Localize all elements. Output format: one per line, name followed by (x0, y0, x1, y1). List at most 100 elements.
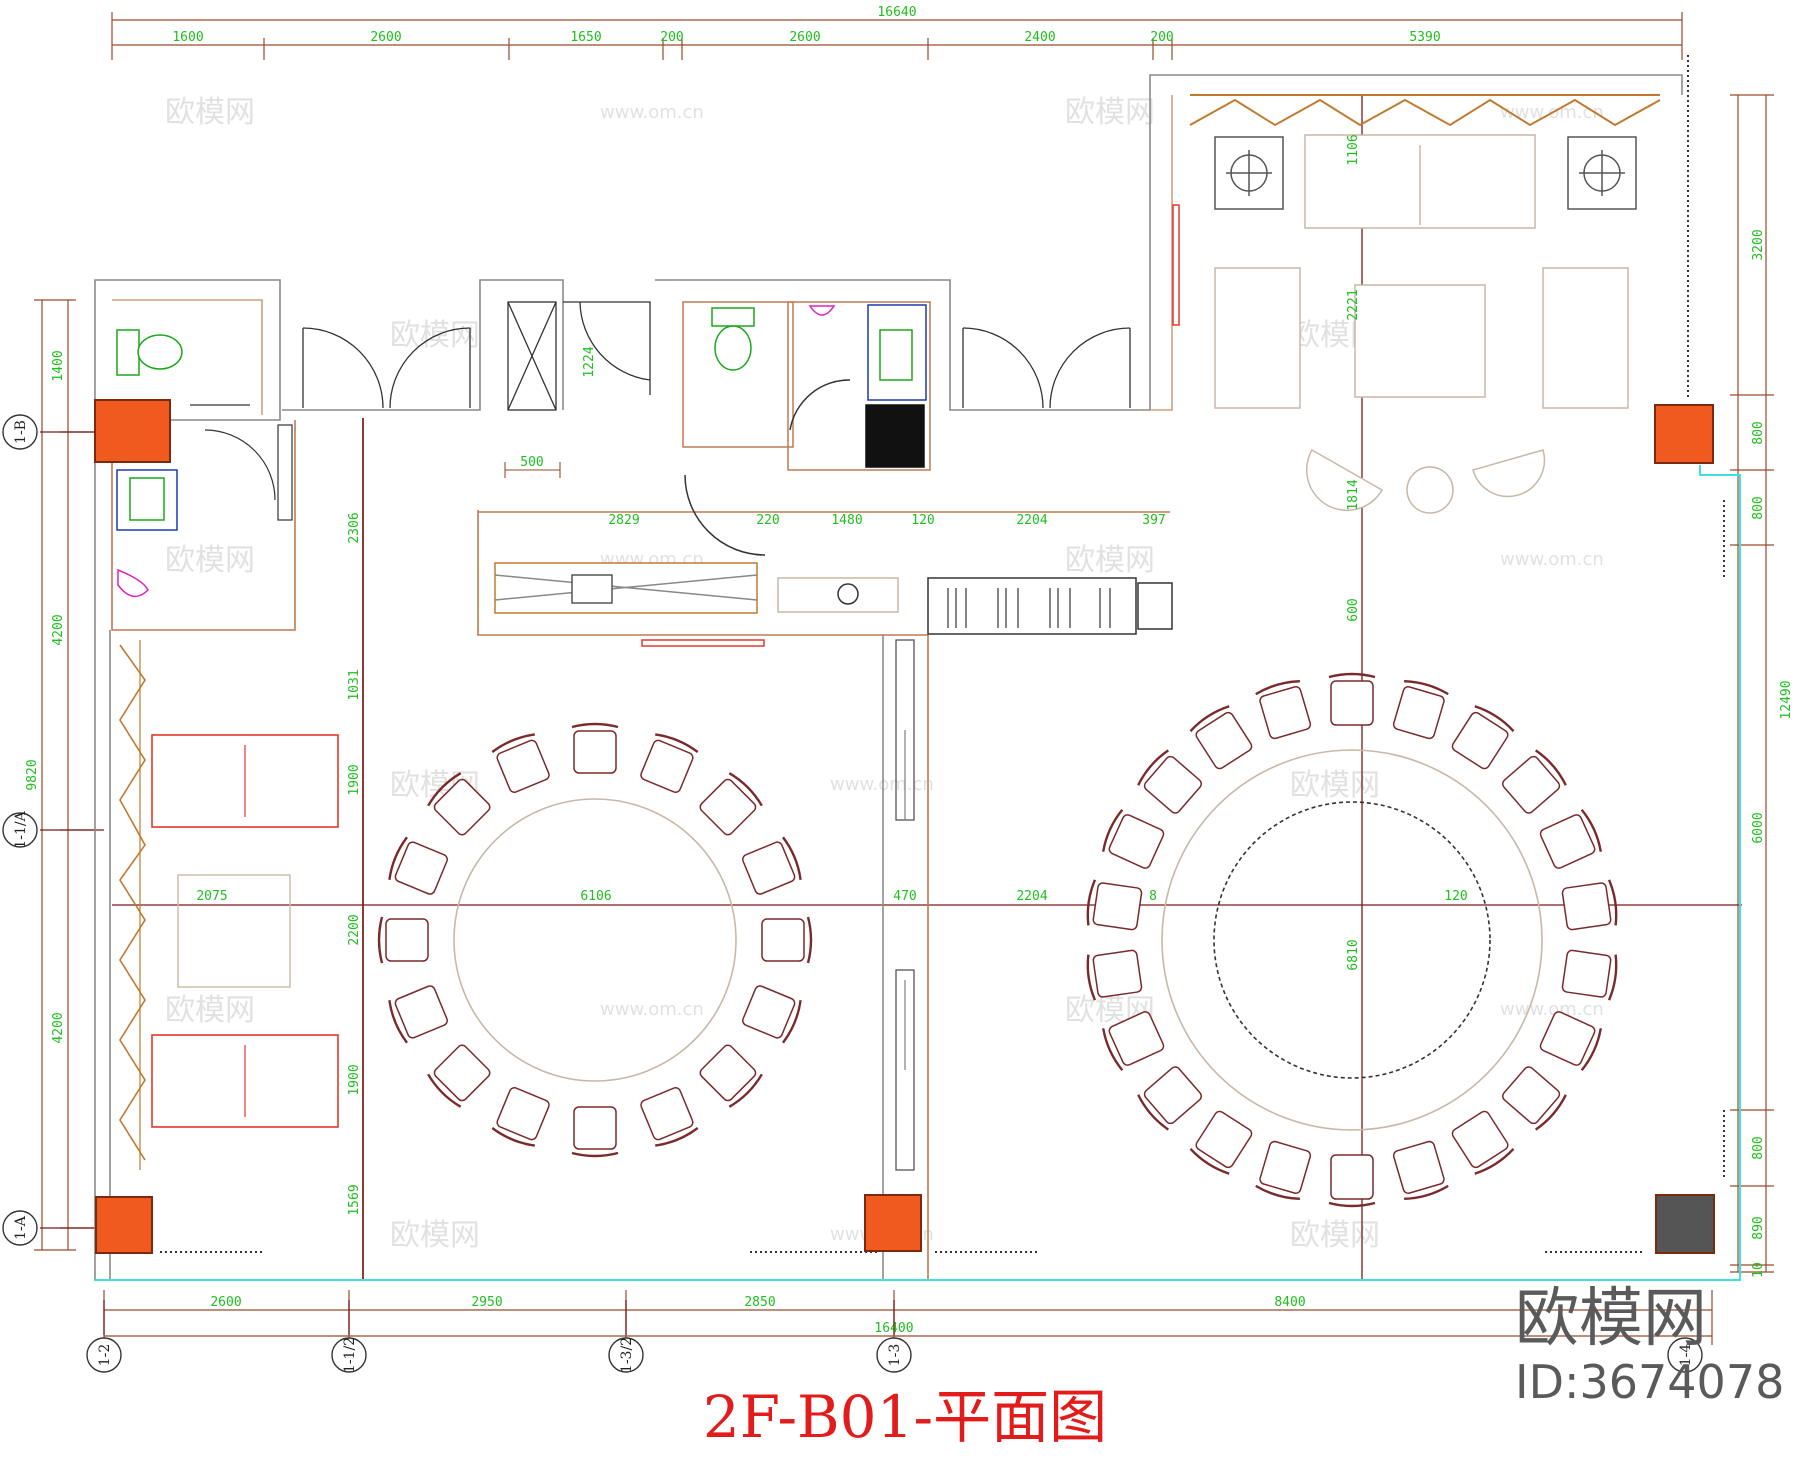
dim-interior: 1106 (1346, 134, 1361, 165)
structural-columns (94, 399, 1715, 1254)
chair (1137, 749, 1202, 814)
floor-drain (865, 404, 925, 468)
chair (1102, 1011, 1165, 1071)
dim-top-seg: 200 (1150, 30, 1173, 45)
left-wc-door (190, 404, 293, 521)
armchair (1214, 267, 1301, 409)
chair (761, 916, 813, 964)
lounge-zigzag-wall (1189, 94, 1661, 127)
watermark-logo: 欧模网 (165, 95, 255, 130)
tv-panel (1172, 204, 1180, 326)
chair (1451, 705, 1515, 770)
dim-interior: 6810 (1346, 939, 1361, 970)
axis-bubble (331, 1337, 367, 1373)
axis-label-col: 1-3/2 (619, 1337, 635, 1373)
dim-top-seg: 2600 (789, 30, 820, 45)
bottom-dimension-labels: 2600 2950 2850 8400 16400 (210, 1295, 1305, 1336)
chair (388, 836, 448, 895)
dim-right-seg: 800 (1751, 496, 1766, 519)
chair (1137, 1066, 1202, 1131)
dining-table-left (377, 722, 813, 1158)
dim-interior: 1224 (582, 346, 597, 377)
wall-corridor (282, 279, 564, 411)
dim-left-seg: 4200 (51, 614, 66, 645)
axis-label-col: 1-4 (1678, 1344, 1694, 1367)
axis-bubble (2, 812, 38, 848)
watermark-id: ID:3674078 (1515, 1355, 1784, 1409)
corridor-doors (302, 301, 1131, 411)
column-dark (1655, 1194, 1715, 1254)
chair (1561, 949, 1618, 1001)
axis-bubble (876, 1337, 912, 1373)
dim-interior: 2829 (608, 513, 639, 528)
dim-top-seg: 2600 (370, 30, 401, 45)
column (1654, 404, 1714, 464)
lounge-chair (1472, 449, 1546, 498)
chair (640, 1087, 699, 1147)
chairs-ring (377, 722, 813, 1158)
chair (1328, 672, 1376, 726)
dim-interior: 2075 (196, 889, 227, 904)
wall-inner (112, 299, 263, 415)
watermark-url: www.om.cn (600, 999, 704, 1020)
column-axis-bubbles (86, 1337, 1703, 1373)
walls (94, 74, 1683, 1281)
watermark-logo: 欧模网 (390, 1218, 480, 1253)
dim-interior: 8 (1149, 889, 1157, 904)
dim-left-seg: 4200 (51, 1012, 66, 1043)
chair (427, 1044, 491, 1108)
wall-left (94, 420, 111, 1281)
chair (1502, 1066, 1567, 1131)
dim-interior: 1569 (347, 1184, 362, 1215)
chair (742, 985, 802, 1044)
dim-left-seg: 1400 (51, 350, 66, 381)
axis-label-col: 1-1/2 (342, 1337, 358, 1373)
chair (1451, 1110, 1515, 1175)
chair (1561, 879, 1618, 931)
left-wc (116, 329, 183, 598)
watermark-url: www.om.cn (600, 102, 704, 123)
dim-top-seg: 5390 (1409, 30, 1440, 45)
dim-right-total: 12490 (1779, 680, 1794, 719)
lounge-furniture (1172, 134, 1637, 514)
wall-lounge-inner (1150, 95, 1173, 411)
column (864, 1194, 922, 1252)
chair (1539, 1011, 1602, 1071)
watermark-logo: 欧模网 (1290, 1218, 1380, 1253)
sink-icon (571, 574, 613, 604)
axis-bubble (86, 1337, 122, 1373)
sliding-partition (895, 639, 915, 1171)
coffee-table (177, 874, 291, 988)
toilet-icon (714, 325, 752, 371)
wine-bottles (947, 588, 1111, 628)
dining-table-right (1086, 672, 1618, 1208)
watermark-logo: 欧模网 (1065, 543, 1155, 578)
dim-right-seg: 800 (1751, 1136, 1766, 1159)
axis-bubble (1667, 1337, 1703, 1373)
interior-dimension-labels: 1106 2221 1814 600 6810 1224 500 2829 22… (196, 134, 1467, 1215)
wall-kitchen (477, 510, 929, 1280)
bar-counter (494, 562, 1173, 647)
watermark-url: www.om.cn (1500, 549, 1604, 570)
axis-label-col: 1-2 (97, 1344, 113, 1367)
chair (640, 733, 699, 793)
dim-bottom-seg: 8400 (1274, 1295, 1305, 1310)
chair (571, 1106, 619, 1158)
chair (699, 1044, 763, 1108)
dim-interior: 6106 (580, 889, 611, 904)
chair (1255, 679, 1312, 740)
chair (1189, 1110, 1253, 1175)
bottom-dimension-chain (103, 1290, 1713, 1345)
dim-interior: 1031 (347, 669, 362, 700)
wall-top (655, 74, 1683, 411)
toilet-tank (116, 329, 140, 376)
toilet-icon (137, 334, 183, 370)
axis-label-col: 1-3 (887, 1344, 903, 1367)
urinal-icon (117, 568, 149, 598)
watermark-logo: 欧模网 (1290, 768, 1380, 803)
curtain-rails (160, 55, 1725, 1253)
vanity (867, 304, 927, 401)
sofa (151, 1034, 339, 1128)
chair (1392, 1140, 1449, 1201)
dim-right-seg: 890 (1751, 1216, 1766, 1239)
